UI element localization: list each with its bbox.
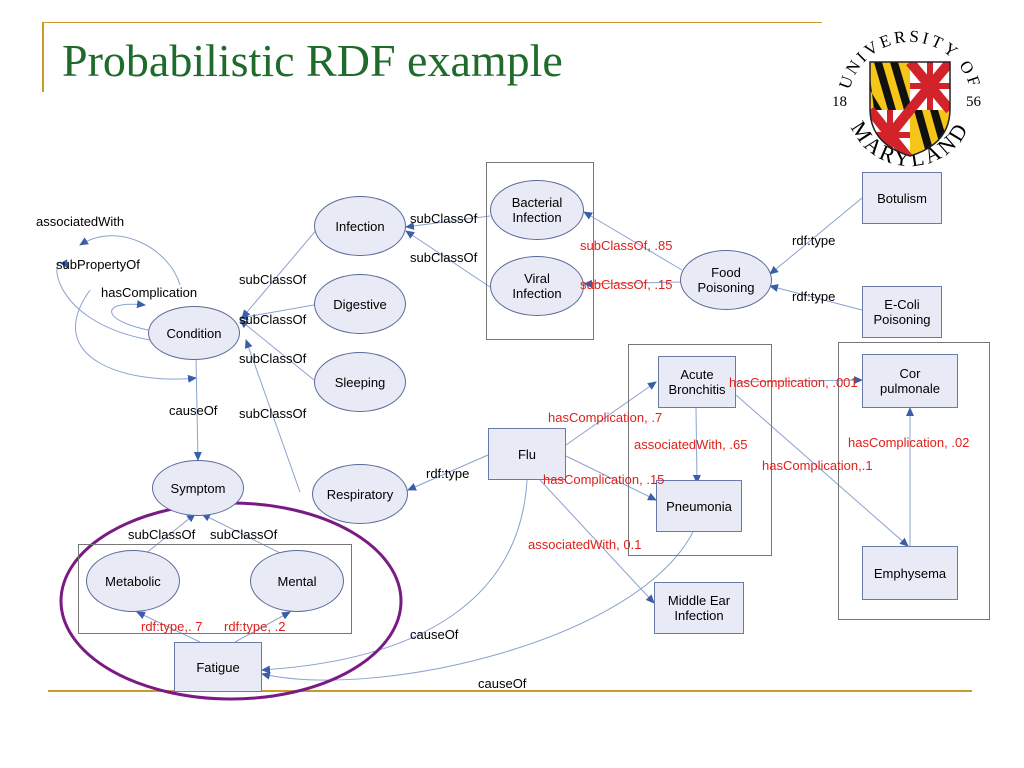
label-has-complication-7: hasComplication, .7 bbox=[548, 410, 663, 425]
node-digestive: Digestive bbox=[314, 274, 406, 334]
node-metabolic: Metabolic bbox=[86, 550, 180, 612]
label-cause-of-symptom: causeOf bbox=[169, 403, 218, 418]
node-pneumonia: Pneumonia bbox=[656, 480, 742, 532]
edge-associated-with-loop bbox=[79, 235, 181, 286]
edge-mental-symptom bbox=[201, 513, 291, 559]
label-subclassof-15: subClassOf, .15 bbox=[580, 277, 673, 292]
label-has-complication-02: hasComplication, .02 bbox=[848, 435, 970, 450]
label-subclassof-mental: subClassOf bbox=[210, 527, 278, 542]
node-emphysema: Emphysema bbox=[862, 546, 958, 600]
node-viral-infection: Viral Infection bbox=[490, 256, 584, 316]
edge-pneumonia-fatigue bbox=[261, 529, 695, 681]
edge-condition-symptom bbox=[193, 357, 202, 461]
label-subclassof-viral: subClassOf bbox=[410, 250, 478, 265]
edge-food-bacterial bbox=[583, 211, 683, 271]
edge-metabolic-symptom bbox=[139, 513, 196, 559]
logo-shield bbox=[869, 61, 951, 157]
edge-fatigue-metabolic bbox=[136, 611, 201, 643]
label-associated-with: associatedWith bbox=[36, 214, 125, 229]
label-cause-of-flu: causeOf bbox=[410, 627, 459, 642]
title-accent-bar bbox=[42, 22, 44, 92]
label-subclassof-digestive: subClassOf bbox=[239, 312, 307, 327]
label-has-complication-001: hasComplication, .001 bbox=[729, 375, 858, 390]
university-logo: UNIVERSITY OF MARYLAND 18 56 bbox=[832, 27, 982, 172]
edge-digestive-condition bbox=[239, 304, 315, 321]
edge-viral-infection bbox=[405, 230, 491, 288]
node-acute-bronchitis: Acute Bronchitis bbox=[658, 356, 736, 408]
edge-sleeping-condition bbox=[239, 319, 315, 381]
node-sleeping: Sleeping bbox=[314, 352, 406, 412]
bottom-rule bbox=[48, 690, 972, 692]
top-rule bbox=[42, 22, 822, 23]
edge-fatigue-mental bbox=[234, 611, 291, 643]
edge-respiratory-condition bbox=[244, 339, 301, 493]
label-subclassof-metabolic: subClassOf bbox=[128, 527, 196, 542]
label-rdftype-7: rdf:type,. 7 bbox=[141, 619, 203, 634]
edge-acute-cor bbox=[735, 376, 863, 385]
edge-sub-property-loop bbox=[56, 259, 151, 341]
edge-bacterial-infection bbox=[405, 215, 491, 230]
edge-has-complication-loop bbox=[111, 300, 149, 331]
logo-year-right: 56 bbox=[966, 94, 982, 110]
flu-complication-group bbox=[628, 344, 772, 556]
node-middle-ear-infection: Middle Ear Infection bbox=[654, 582, 744, 634]
label-subclassof-bacterial: subClassOf bbox=[410, 211, 478, 226]
label-rdftype-flu: rdf:type bbox=[426, 466, 470, 481]
label-subclassof-85: subClassOf, .85 bbox=[580, 238, 673, 253]
edge-big-loop bbox=[75, 289, 197, 383]
label-subclassof-sleeping: subClassOf bbox=[239, 351, 307, 366]
edge-flu-respiratory bbox=[407, 454, 489, 491]
edge-ecoli-food bbox=[769, 284, 863, 311]
node-botulism: Botulism bbox=[862, 172, 942, 224]
edge-flu-fatigue bbox=[261, 479, 528, 674]
node-condition: Condition bbox=[148, 306, 240, 360]
label-associated-with-01: associatedWith, 0.1 bbox=[528, 537, 642, 552]
edge-infection-condition bbox=[241, 227, 319, 319]
edge-flu-middle-ear bbox=[539, 479, 655, 604]
label-has-complication: hasComplication bbox=[101, 285, 198, 300]
logo-year-left: 18 bbox=[832, 94, 847, 110]
node-symptom: Symptom bbox=[152, 460, 244, 516]
symptom-subclass-group bbox=[78, 544, 352, 634]
node-fatigue: Fatigue bbox=[174, 642, 262, 692]
edge-botulism-food bbox=[769, 197, 863, 275]
label-has-complication-15: hasComplication, .15 bbox=[543, 472, 665, 487]
node-ecoli-poisoning: E-Coli Poisoning bbox=[862, 286, 942, 338]
label-rdftype-ecoli: rdf:type bbox=[792, 289, 836, 304]
label-rdftype-botulism: rdf:type bbox=[792, 233, 836, 248]
label-cause-of-pneumonia: causeOf bbox=[478, 676, 527, 691]
edge-acute-pneumonia bbox=[692, 407, 701, 484]
cor-emphysema-group bbox=[838, 342, 990, 620]
slide-title: Probabilistic RDF example bbox=[62, 35, 563, 86]
edge-acute-emphysema bbox=[735, 394, 909, 547]
node-infection: Infection bbox=[314, 196, 406, 256]
node-food-poisoning: Food Poisoning bbox=[680, 250, 772, 310]
label-subclassof-respiratory: subClassOf bbox=[239, 406, 307, 421]
edge-flu-acute bbox=[565, 381, 657, 446]
infection-type-group bbox=[486, 162, 594, 340]
edge-food-viral bbox=[583, 279, 683, 288]
label-rdftype-2: rdf:type, .2 bbox=[224, 619, 286, 634]
label-associated-with-65: associatedWith, .65 bbox=[634, 437, 748, 452]
node-cor-pulmonale: Cor pulmonale bbox=[862, 354, 958, 408]
label-subclassof-infection: subClassOf bbox=[239, 272, 307, 287]
label-sub-property-of: subPropertyOf bbox=[56, 257, 140, 272]
edge-flu-pneumonia bbox=[565, 455, 657, 501]
node-respiratory: Respiratory bbox=[312, 464, 408, 524]
node-mental: Mental bbox=[250, 550, 344, 612]
node-bacterial-infection: Bacterial Infection bbox=[490, 180, 584, 240]
label-has-complication-1: hasComplication,.1 bbox=[762, 458, 873, 473]
node-flu: Flu bbox=[488, 428, 566, 480]
